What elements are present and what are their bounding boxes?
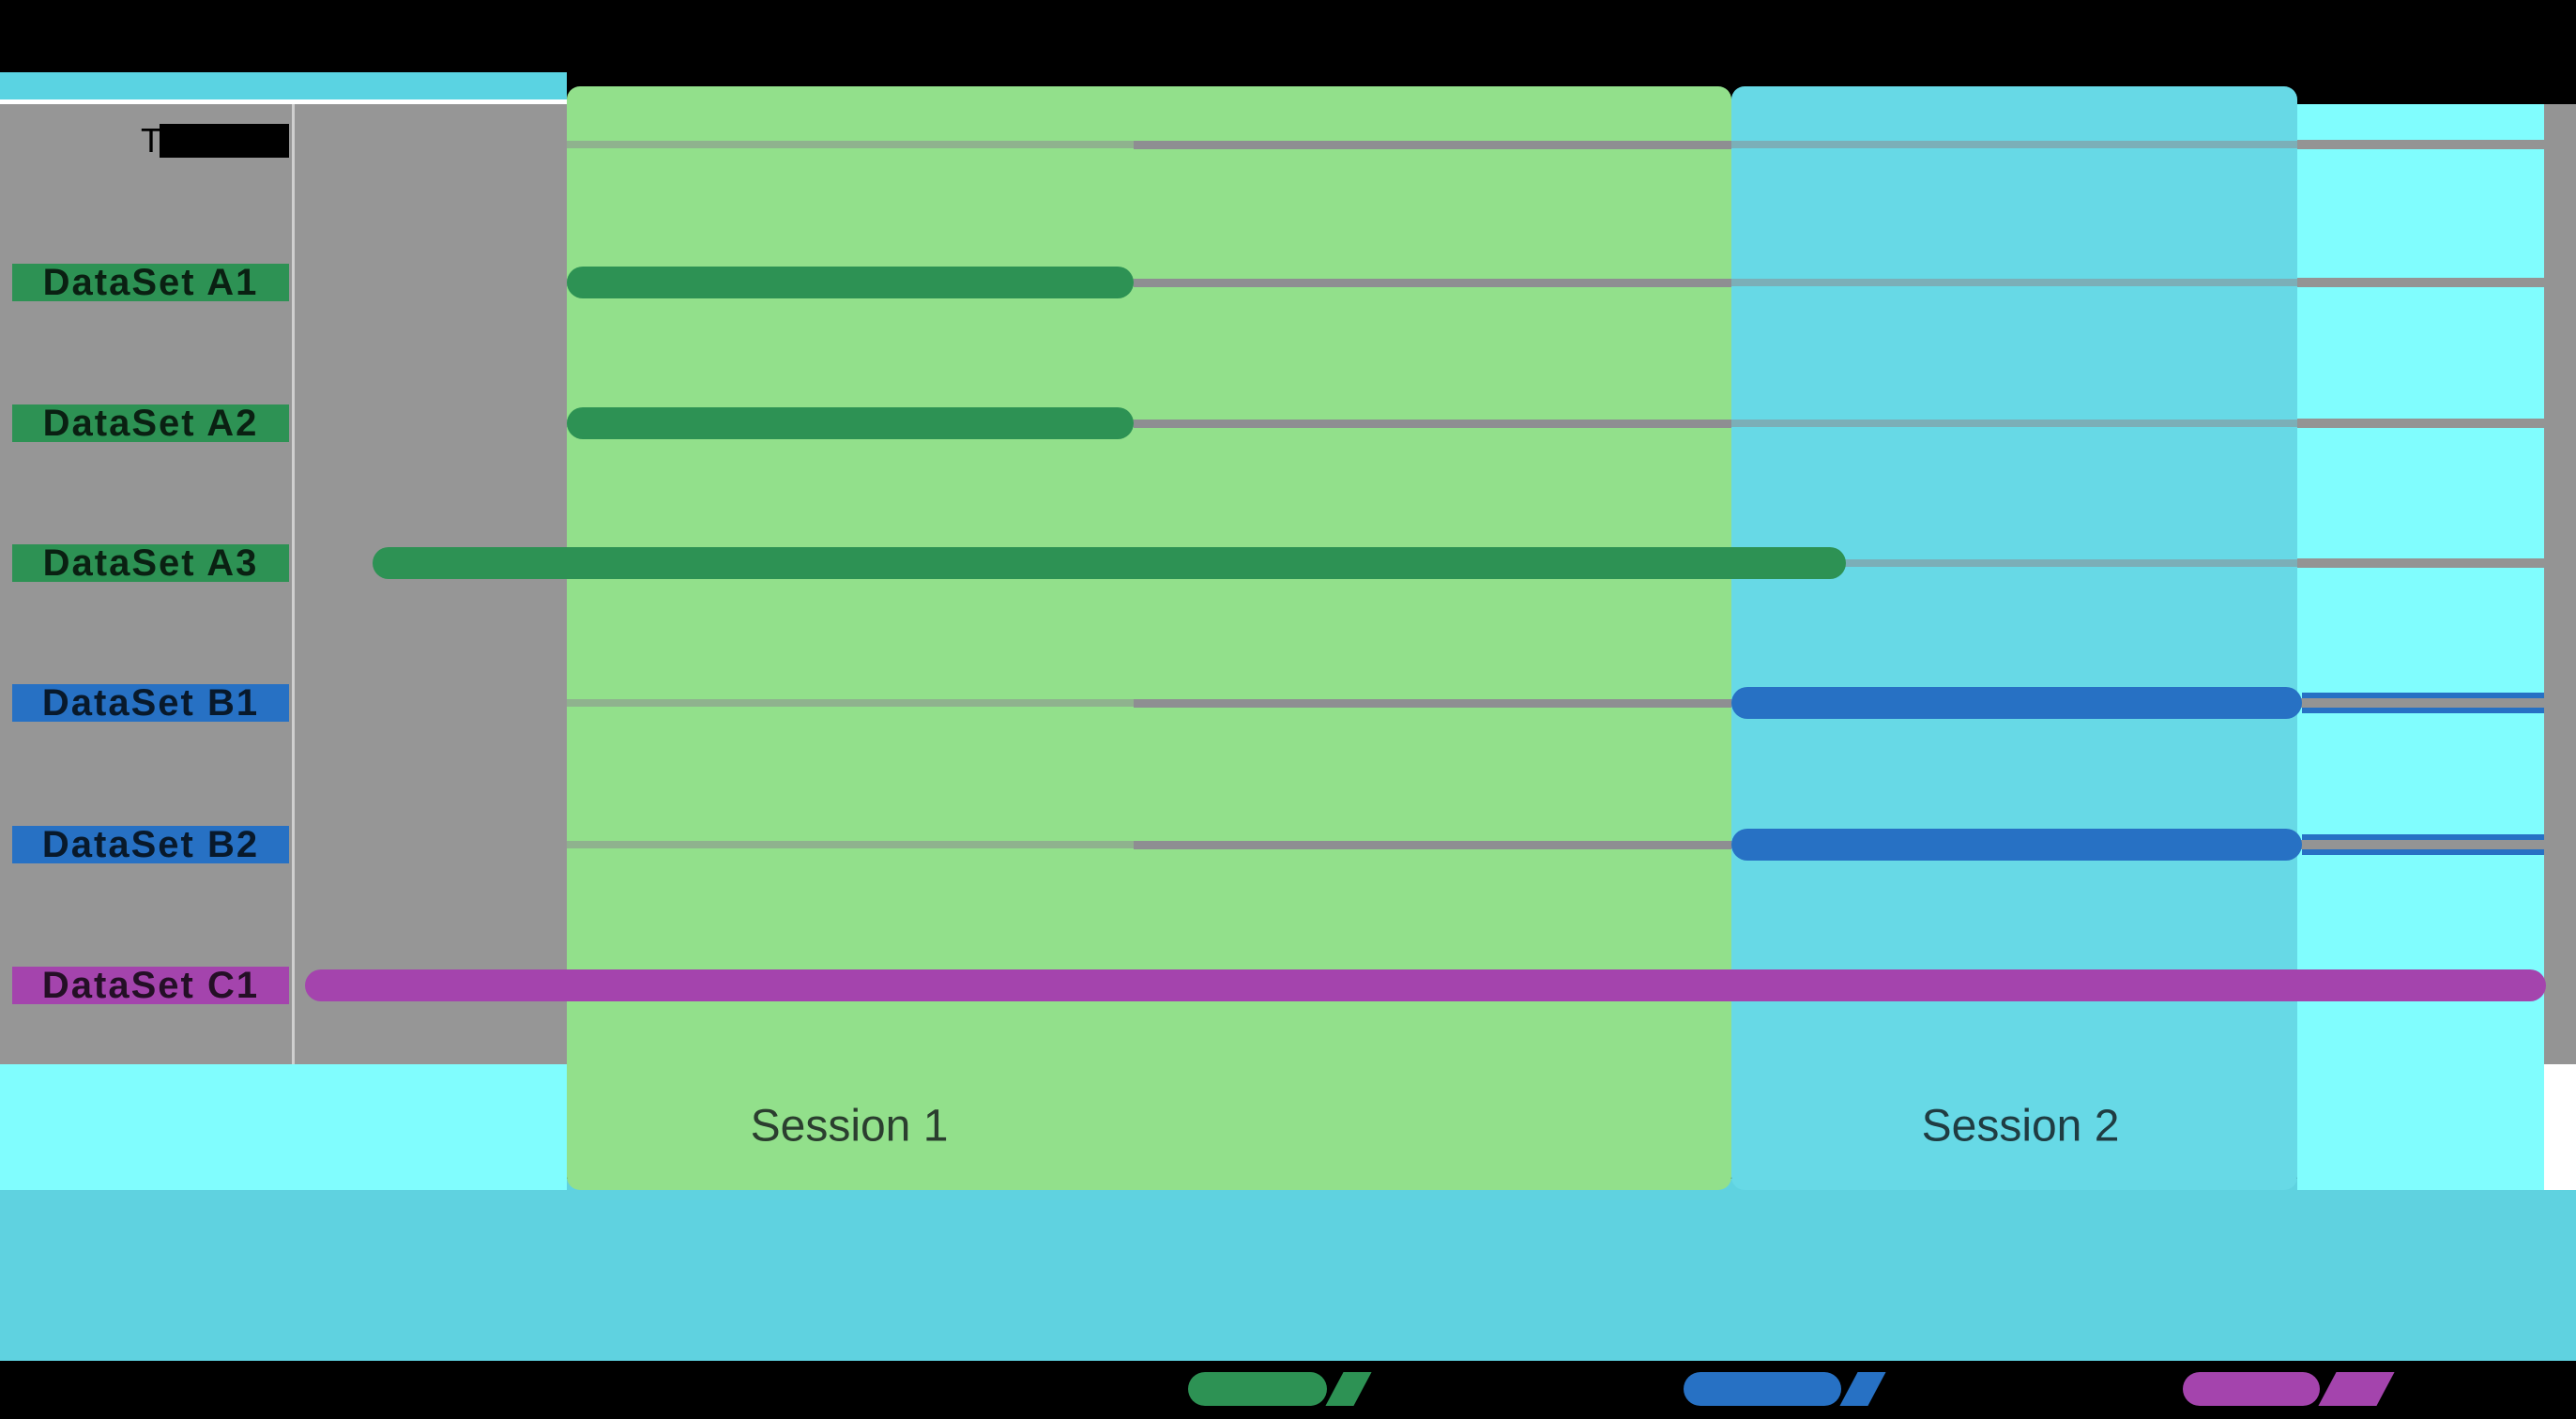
session-1-panel <box>567 86 1731 1190</box>
row-label-dataset-b2: DataSet B2 <box>12 823 289 865</box>
legend-swatch-1[interactable] <box>1684 1372 1841 1406</box>
row-label-text: DataSet C1 <box>41 964 260 1006</box>
cell-gap-band <box>2297 419 2544 428</box>
plot-gray-area <box>0 104 567 1064</box>
row-label-dataset-a2: DataSet A2 <box>12 402 289 444</box>
cell <box>2297 849 2544 981</box>
y-axis-line <box>292 104 295 1064</box>
cell <box>2297 708 2544 840</box>
row-label-text: DataSet B2 <box>41 823 260 865</box>
row-label-text: DataSet A2 <box>42 402 259 444</box>
dark-grid-segment <box>1134 278 1731 287</box>
cell-gap-band <box>2297 840 2544 849</box>
bottom-band <box>0 1179 2576 1361</box>
dark-grid-segment <box>1134 698 1731 708</box>
session-label-2: Session 2 <box>1921 1101 2120 1152</box>
bar-dataset-a3[interactable] <box>373 547 1846 579</box>
bar-dataset-b1[interactable] <box>1731 687 2302 719</box>
bar-dataset-a1[interactable] <box>567 267 1134 298</box>
right-gray-column <box>2544 104 2576 1064</box>
row-label-text: DataSet B1 <box>41 681 260 724</box>
cell <box>2297 104 2544 140</box>
x-axis-line <box>0 99 567 104</box>
bar-dataset-b2[interactable] <box>1731 829 2302 861</box>
cell-gap-band <box>2297 278 2544 287</box>
cell <box>2297 287 2544 419</box>
dark-grid-segment <box>1134 840 1731 849</box>
row-label-dataset-a1: DataSet A1 <box>12 261 289 303</box>
bottom-left-cyan-area <box>0 1064 567 1190</box>
top-cyan-strip <box>0 72 567 99</box>
row-label-text: DataSet A1 <box>42 261 259 303</box>
row-label-dataset-a3: DataSet A3 <box>12 542 289 584</box>
session-label-1: Session 1 <box>750 1101 949 1152</box>
dark-grid-segment <box>1134 140 1731 149</box>
cell <box>2297 568 2544 698</box>
row-label-text: DataSet A3 <box>42 542 259 584</box>
cell-gap-band <box>2297 698 2544 708</box>
bar-dataset-c1[interactable] <box>305 969 2546 1001</box>
row-label-dataset-b1: DataSet B1 <box>12 681 289 724</box>
legend-swatch-2[interactable] <box>2183 1372 2320 1406</box>
bar-dataset-a2[interactable] <box>567 407 1134 439</box>
session-2-panel <box>1731 86 2297 1190</box>
right-white-patch <box>2544 1064 2576 1190</box>
cell <box>2297 428 2544 558</box>
dark-grid-segment <box>1134 419 1731 428</box>
row-label-dataset-c1: DataSet C1 <box>12 964 289 1006</box>
legend-swatch-0[interactable] <box>1188 1372 1327 1406</box>
time-header-highlight <box>160 124 289 158</box>
cell <box>2297 149 2544 278</box>
cell-gap-band <box>2297 558 2544 568</box>
cell-gap-band <box>2297 140 2544 149</box>
cell <box>2297 990 2544 1190</box>
